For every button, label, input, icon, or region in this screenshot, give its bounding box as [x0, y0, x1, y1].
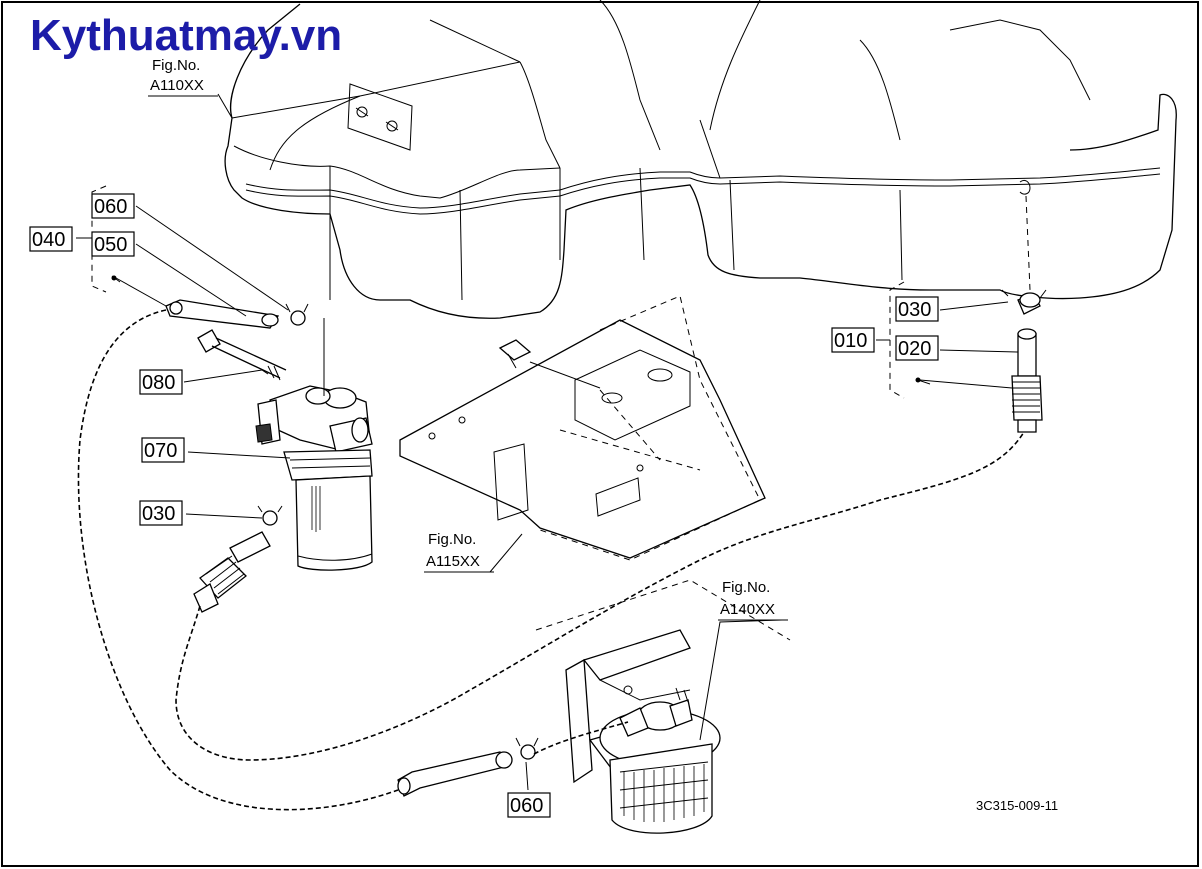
svg-text:010: 010	[834, 330, 867, 352]
drawing-code: 3C315-009-11	[976, 798, 1058, 813]
figure-ref-prefix: Fig.No.	[428, 531, 476, 548]
svg-text:030: 030	[142, 503, 175, 525]
svg-text:050: 050	[94, 234, 127, 256]
part-label-010[interactable]: 010	[831, 327, 875, 353]
fuel-filter-assembly	[165, 299, 373, 613]
fuel-tank	[224, 0, 1177, 319]
svg-text:080: 080	[142, 372, 175, 394]
part-label-050[interactable]: 050	[91, 231, 135, 257]
figure-ref-code: A140XX	[720, 601, 775, 618]
svg-text:030: 030	[898, 299, 931, 321]
part-label-020[interactable]: 020	[895, 335, 939, 361]
figure-ref-a110: Fig.No. A110XX	[148, 57, 218, 97]
part-label-040[interactable]: 040	[29, 226, 73, 252]
figure-ref-code: A110XX	[150, 77, 204, 94]
svg-text:060: 060	[510, 795, 543, 817]
fuel-line-routes	[77, 309, 1025, 811]
figure-ref-code: A115XX	[426, 553, 480, 570]
figure-ref-prefix: Fig.No.	[722, 579, 770, 596]
part-label-060[interactable]: 060	[91, 193, 135, 219]
svg-text:070: 070	[144, 440, 177, 462]
leader-lines	[76, 93, 1019, 791]
part-label-080[interactable]: 080	[139, 369, 183, 395]
figure-ref-a115: Fig.No. A115XX	[424, 531, 494, 573]
part-label-070[interactable]: 070	[141, 437, 185, 463]
svg-text:040: 040	[32, 229, 65, 251]
svg-text:060: 060	[94, 196, 127, 218]
lower-sediment-filter	[397, 579, 791, 834]
part-label-060-bottom[interactable]: 060	[507, 792, 551, 818]
part-label-030-right[interactable]: 030	[895, 296, 939, 322]
figure-ref-a140: Fig.No. A140XX	[718, 579, 788, 621]
brand-watermark: Kythuatmay.vn	[30, 11, 342, 60]
figure-ref-prefix: Fig.No.	[152, 57, 200, 74]
part-label-030[interactable]: 030	[139, 500, 183, 526]
bracket-plate	[399, 295, 766, 561]
svg-text:020: 020	[898, 338, 931, 360]
tank-outlet-hose	[1001, 289, 1047, 433]
